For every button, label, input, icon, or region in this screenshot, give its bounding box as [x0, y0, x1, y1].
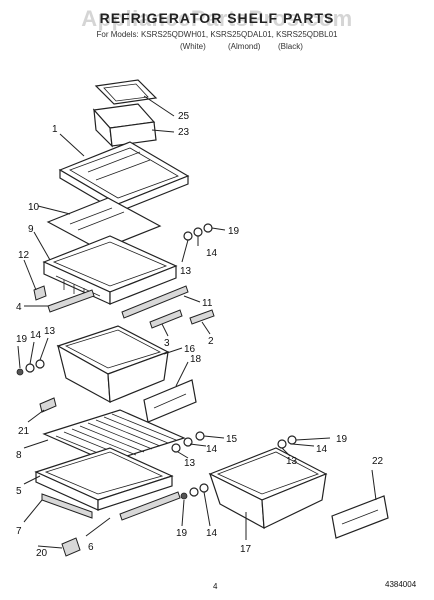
- part-4-rail: [47, 289, 95, 313]
- part-1-shelf-frame: [58, 141, 190, 214]
- variant-white: (White): [180, 42, 206, 51]
- leader-lines: [23, 95, 377, 549]
- callout-9: 9: [28, 224, 34, 235]
- callout-11: 11: [202, 298, 213, 309]
- part-10-glass-panel: [46, 197, 162, 251]
- left-hardware: [16, 359, 45, 376]
- callout-19-left: 19: [16, 334, 28, 345]
- callout-2: 2: [208, 336, 214, 347]
- part-16-crisper-drawer: [56, 325, 170, 404]
- callout-19-upper: 19: [228, 226, 240, 237]
- callout-10: 10: [28, 202, 40, 213]
- variant-black: (Black): [278, 42, 303, 51]
- callout-14-right: 14: [316, 444, 328, 455]
- part-9-crisper-cover: [42, 235, 178, 305]
- callout-14-middle: 14: [206, 444, 218, 455]
- callout-19-lower: 19: [176, 528, 188, 539]
- callout-1: 1: [52, 124, 58, 135]
- callout-7: 7: [16, 526, 22, 537]
- callout-labels: 25 23 1 10 19 14 13 9 12 4 11 3 2 19 14 …: [16, 111, 384, 559]
- part-5-lower-frame: [34, 447, 174, 511]
- callout-16: 16: [184, 344, 196, 355]
- lower-hardware: [180, 483, 209, 500]
- page-title: REFRIGERATOR SHELF PARTS: [99, 10, 335, 26]
- callout-21: 21: [18, 426, 30, 437]
- callout-13-middle: 13: [184, 458, 196, 469]
- callout-14-lower: 14: [206, 528, 218, 539]
- part-20-clip: [61, 537, 81, 557]
- part-12-clip: [33, 285, 47, 301]
- document-number: 4384004: [385, 580, 417, 589]
- part-21-clip: [39, 397, 57, 413]
- watermark: AppliancePartsPros.com: [81, 6, 353, 31]
- part-6-rail: [119, 491, 181, 521]
- part-2-slide: [189, 309, 215, 325]
- callout-20: 20: [36, 548, 48, 559]
- part-7-rail: [41, 493, 93, 519]
- part-25-lid: [94, 79, 158, 105]
- part-23-small-bin: [92, 103, 157, 148]
- callout-8: 8: [16, 450, 22, 461]
- callout-25: 25: [178, 111, 190, 122]
- callout-19-right: 19: [336, 434, 348, 445]
- callout-17: 17: [240, 544, 252, 555]
- callout-22: 22: [372, 456, 384, 467]
- callout-14-upper: 14: [206, 248, 218, 259]
- callout-6: 6: [88, 542, 94, 553]
- callout-15: 15: [226, 434, 238, 445]
- callout-3: 3: [164, 338, 170, 349]
- callout-23: 23: [178, 127, 190, 138]
- callout-13-left: 13: [44, 326, 56, 337]
- callout-13-right: 13: [286, 456, 298, 467]
- callout-14-left: 14: [30, 330, 42, 341]
- right-hardware: [277, 435, 297, 449]
- lower-leader-lines: [17, 337, 315, 527]
- part-18-drawer-front: [143, 379, 197, 423]
- part-17-crisper-drawer: [208, 447, 328, 530]
- part-11-rail: [121, 285, 189, 319]
- page-number: 4: [213, 582, 218, 591]
- part-22-drawer-front: [331, 495, 389, 539]
- model-numbers: For Models: KSRS25QDWH01, KSRS25QDAL01, …: [96, 30, 338, 39]
- callout-13-upper: 13: [180, 266, 192, 277]
- variant-almond: (Almond): [228, 42, 261, 51]
- callout-18: 18: [190, 354, 202, 365]
- callout-4: 4: [16, 302, 22, 313]
- callout-12: 12: [18, 250, 30, 261]
- callout-5: 5: [16, 486, 22, 497]
- part-3-slide: [149, 309, 183, 329]
